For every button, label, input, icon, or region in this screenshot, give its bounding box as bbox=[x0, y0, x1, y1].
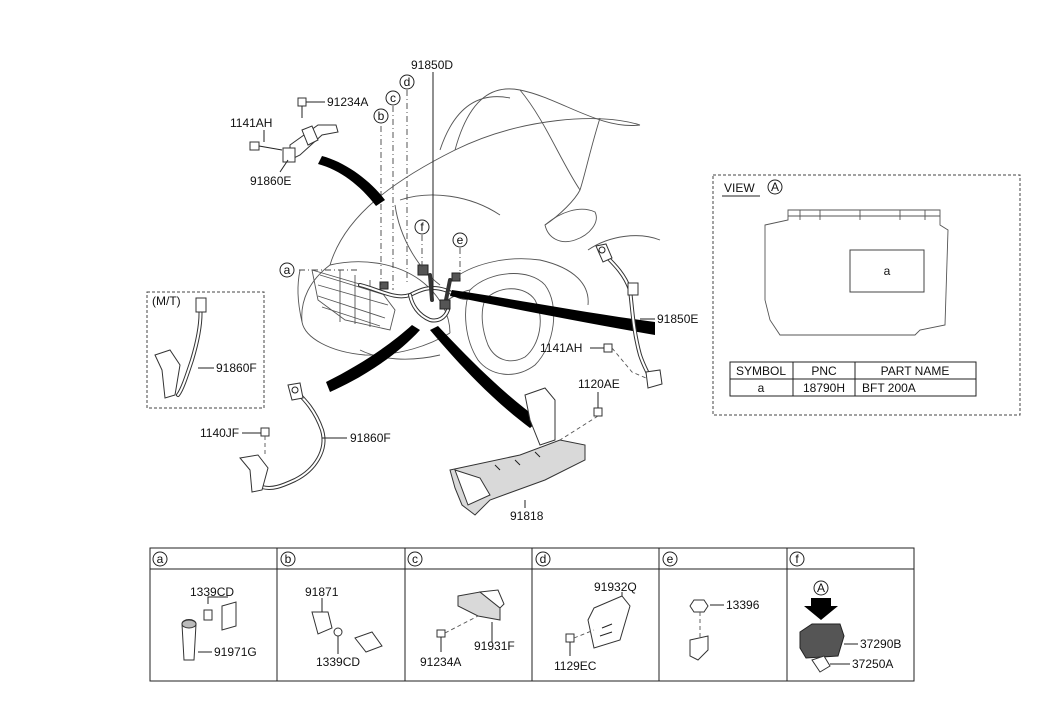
pointer-wedges bbox=[318, 156, 655, 428]
callout-leaders bbox=[198, 101, 655, 508]
label-91860F-mt: 91860F bbox=[216, 361, 257, 375]
ref-d: d bbox=[404, 75, 411, 89]
label-91234A: 91234A bbox=[327, 95, 368, 109]
panel-header-b: b bbox=[285, 552, 292, 566]
label-91860E: 91860E bbox=[250, 174, 291, 188]
panel-header-a: a bbox=[157, 552, 164, 566]
label-1141AH-top: 1141AH bbox=[230, 116, 272, 130]
panel-b-part2: 1339CD bbox=[316, 655, 360, 669]
table-header-pnc: PNC bbox=[811, 364, 837, 378]
label-1120AE: 1120AE bbox=[578, 377, 620, 391]
panel-e: 13396 bbox=[689, 598, 760, 661]
panel-e-part1: 13396 bbox=[726, 598, 760, 612]
label-91850D: 91850D bbox=[411, 58, 453, 72]
view-a-panel: VIEW A a SYMBOL PNC PART NAME a 18790H B… bbox=[712, 174, 1021, 416]
panel-a: 1339CD 91971G bbox=[181, 585, 257, 661]
panel-b: 91871 1339CD bbox=[305, 585, 383, 669]
detail-panels: a b c d e f 1339CD 91971G 91871 bbox=[149, 547, 915, 682]
panel-a-part1: 1339CD bbox=[190, 585, 234, 599]
panel-f-part2: 37250A bbox=[852, 657, 893, 671]
mt-box bbox=[146, 291, 265, 409]
callout-labels: 91850D 91234A 1141AH 91860E 91850E 1141A… bbox=[152, 58, 698, 523]
view-title-ref: A bbox=[771, 180, 779, 194]
label-mt: (M/T) bbox=[152, 294, 181, 308]
panel-b-part1: 91871 bbox=[305, 585, 339, 599]
ref-f: f bbox=[420, 220, 424, 234]
panel-d-part2: 1129EC bbox=[554, 659, 597, 673]
panel-header-d: d bbox=[540, 552, 547, 566]
part-91850E bbox=[595, 243, 663, 389]
panel-a-part2: 91971G bbox=[214, 645, 257, 659]
circle-refs: b c d f e a bbox=[279, 74, 468, 278]
ref-a: a bbox=[284, 263, 291, 277]
ref-b: b bbox=[378, 109, 385, 123]
view-title: VIEW bbox=[724, 181, 755, 195]
panel-header-e: e bbox=[667, 552, 674, 566]
panel-d: 91932Q 1129EC bbox=[554, 580, 637, 673]
panel-f: A 37290B 37250A bbox=[799, 580, 901, 673]
label-91860F: 91860F bbox=[350, 431, 391, 445]
table-cell-symbol: a bbox=[758, 381, 765, 395]
panel-f-part1: 37290B bbox=[860, 637, 901, 651]
part-91818 bbox=[449, 387, 603, 516]
ref-c: c bbox=[390, 91, 396, 105]
car-outline bbox=[297, 88, 661, 375]
panel-c-part2: 91931F bbox=[474, 639, 515, 653]
table-header-part-name: PART NAME bbox=[881, 364, 950, 378]
label-91818: 91818 bbox=[510, 509, 544, 523]
label-1140JF: 1140JF bbox=[200, 426, 239, 440]
panel-header-c: c bbox=[412, 552, 418, 566]
panel-d-part1: 91932Q bbox=[594, 580, 637, 594]
view-box-label: a bbox=[884, 264, 891, 278]
part-91860E bbox=[249, 97, 339, 163]
ref-e: e bbox=[457, 233, 464, 247]
panel-c: 91234A 91931F bbox=[420, 589, 515, 669]
panel-c-part1: 91234A bbox=[420, 655, 461, 669]
reference-leaders bbox=[299, 72, 461, 295]
part-91860F bbox=[239, 382, 326, 493]
panel-f-ref: A bbox=[817, 581, 825, 595]
label-1141AH-right: 1141AH bbox=[540, 341, 582, 355]
table-header-symbol: SYMBOL bbox=[736, 364, 786, 378]
table-cell-pnc: 18790H bbox=[803, 381, 845, 395]
label-91850E: 91850E bbox=[657, 312, 698, 326]
panel-header-f: f bbox=[795, 552, 799, 566]
table-cell-part-name: BFT 200A bbox=[862, 381, 916, 395]
